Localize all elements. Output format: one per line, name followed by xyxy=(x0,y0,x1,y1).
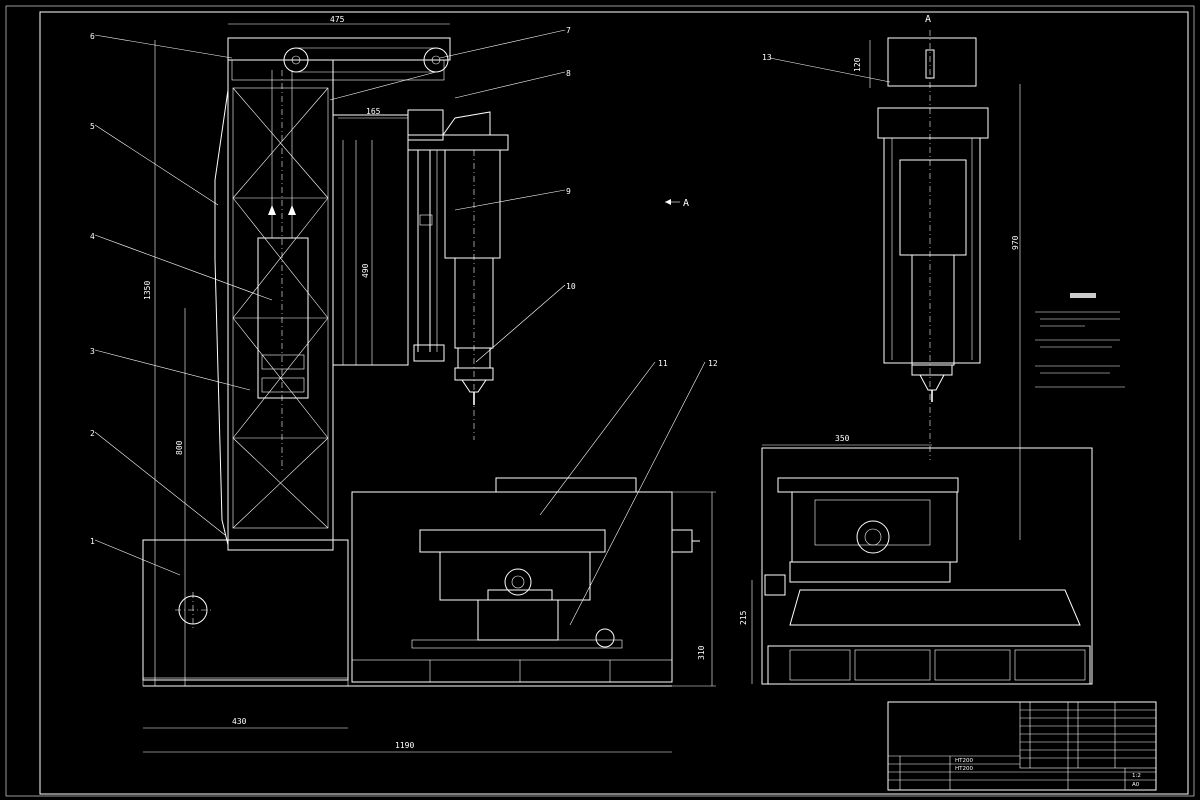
dim-head-height: 490 xyxy=(361,263,370,278)
technical-notes xyxy=(1035,293,1125,388)
part-number-6: 6 xyxy=(90,32,95,41)
side-head xyxy=(883,137,981,364)
work-table xyxy=(419,529,606,553)
part-number-5: 5 xyxy=(90,122,95,131)
dim-total-width: 1190 xyxy=(395,741,414,750)
part-number-3: 3 xyxy=(90,347,95,356)
title-material-1: HT200 xyxy=(955,758,973,764)
part-number-9: 9 xyxy=(566,187,571,196)
dim-side-height: 970 xyxy=(1011,235,1020,250)
part-number-11: 11 xyxy=(658,359,668,368)
top-beam xyxy=(227,37,451,61)
outer-border xyxy=(5,5,1195,797)
side-top-cover xyxy=(887,37,977,87)
part-number-2: 2 xyxy=(90,429,95,438)
column-frame xyxy=(227,59,334,551)
title-material-2: HT200 xyxy=(955,766,973,772)
table-base xyxy=(351,491,673,683)
section-label-top: A xyxy=(925,14,931,25)
table-handwheel xyxy=(504,568,532,596)
part-number-8: 8 xyxy=(566,69,571,78)
side-table-base xyxy=(761,447,1093,685)
section-arrow-label: A xyxy=(683,198,689,209)
title-scale: 1:2 xyxy=(1132,773,1141,779)
side-clamp xyxy=(856,520,890,554)
dim-side-top: 120 xyxy=(853,57,862,72)
dim-top-width: 475 xyxy=(330,15,345,24)
part-number-13: 13 xyxy=(762,53,772,62)
dim-column-base: 800 xyxy=(175,440,184,455)
front-view xyxy=(94,23,891,753)
dim-side-table: 215 xyxy=(739,610,748,625)
dim-base-left: 430 xyxy=(232,717,247,726)
arm xyxy=(332,114,409,366)
dim-side-width: 350 xyxy=(835,434,850,443)
part-number-4: 4 xyxy=(90,232,95,241)
base-block xyxy=(142,539,349,681)
inner-border xyxy=(39,11,1189,795)
spindle-housing xyxy=(444,149,501,259)
part-number-7: 7 xyxy=(566,26,571,35)
dim-overall-height: 1350 xyxy=(143,281,152,300)
part-number-10: 10 xyxy=(566,282,576,291)
part-number-1: 1 xyxy=(90,537,95,546)
counterweight xyxy=(257,237,309,399)
title-block: HT200 HT200 1:2 A0 xyxy=(887,701,1157,791)
side-view xyxy=(751,30,1093,685)
dim-table-height: 310 xyxy=(697,645,706,660)
part-number-12: 12 xyxy=(708,359,718,368)
title-sheet: A0 xyxy=(1132,782,1140,788)
dim-arm-reach: 165 xyxy=(366,107,381,116)
